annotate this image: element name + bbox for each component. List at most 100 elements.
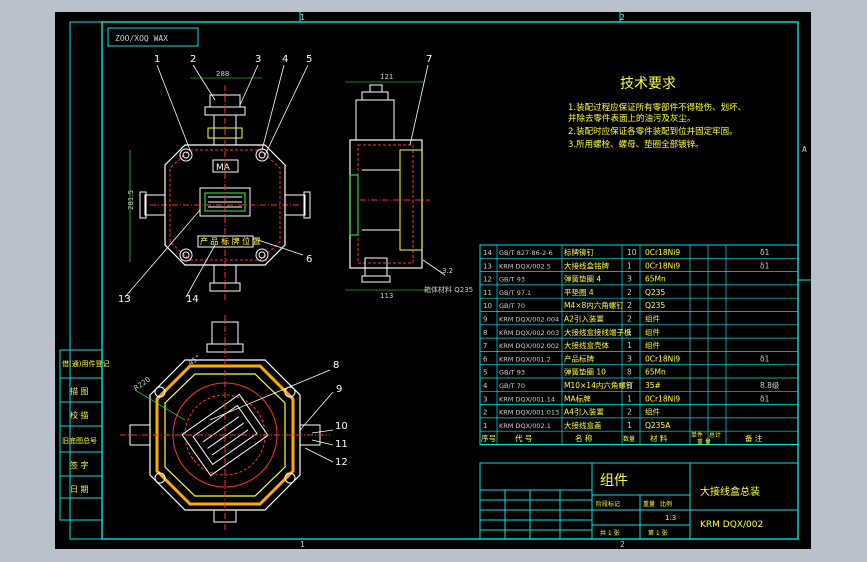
bom-header-material: 材 料 <box>650 433 668 443</box>
zone-bottom-1: 1 <box>300 540 305 549</box>
bom-row-note: δ1 <box>760 394 770 403</box>
bom-row-name: A2引入装置 <box>564 314 604 324</box>
tech-line-1: 1.装配过程应保证所有零部件不得碰伤、划坏、 <box>568 102 746 113</box>
front-leaders <box>124 64 309 298</box>
callout-13: 13 <box>118 294 131 305</box>
top-view <box>120 315 334 530</box>
bom-row-material: 0Cr18Ni9 <box>645 248 680 257</box>
bom-row-code: KRM DQX/001.013 <box>499 409 559 417</box>
title-sheets: 共 1 张 <box>600 529 620 537</box>
bom-header-total: 总计 <box>709 431 721 439</box>
bom-header-no: 序号 <box>481 433 496 443</box>
bom-row-code: KRM DQX/002.1 <box>499 422 551 430</box>
bom-row-code: GB/T 93 <box>499 369 525 377</box>
bom-header-weight: 重 量 <box>697 438 711 446</box>
side-note: 箱体材料 Q235 <box>424 285 473 294</box>
bom-row-no: 12 <box>483 276 492 284</box>
callout-6: 6 <box>306 254 312 265</box>
bom-row-name: 标牌铆钉 <box>564 247 594 257</box>
dim-top-width: 288 <box>216 70 229 78</box>
tech-heading: 技术要求 <box>620 76 676 92</box>
bom-row-qty: 10 <box>627 248 637 257</box>
callout-7: 7 <box>426 54 432 65</box>
bom-row-material: 0Cr18Ni9 <box>645 354 680 363</box>
bom-row-qty: 1 <box>627 261 632 270</box>
bom-row-material: 65Mn <box>645 275 666 284</box>
title-box-text: ZOO/XOQ WAX <box>115 34 168 43</box>
bom-row-no: 5 <box>483 369 487 377</box>
title-weight: 重量 <box>643 500 655 508</box>
bom-row-qty: 1 <box>627 328 632 337</box>
bom-row-no: 3 <box>483 395 487 403</box>
bom-row-qty: 8 <box>627 368 632 377</box>
reg-sign: 签 字 <box>70 460 89 470</box>
zone-right-a: A <box>802 145 807 154</box>
bom-row-name: 大接线盒铭牌 <box>564 260 609 270</box>
callout-3: 3 <box>255 54 261 65</box>
callout-5: 5 <box>306 54 312 65</box>
bom-row-code: GB/T 70 <box>499 302 525 310</box>
dim-side-top: 121 <box>380 73 393 81</box>
bom-row-name: A4引入装置 <box>564 407 604 417</box>
bom-row-code: KRM DQX/001.2 <box>499 355 551 363</box>
bom-header-qty: 数量 <box>623 435 635 443</box>
bom-row-code: GB/T 93 <box>499 276 525 284</box>
dim-side-bottom: 113 <box>380 292 393 300</box>
title-component: 组件 <box>600 473 628 489</box>
label-position-text: 产 品 标 牌 位 置 <box>200 236 261 246</box>
bom-row-qty: 2 <box>627 315 632 324</box>
bom-row-no: 2 <box>483 409 487 417</box>
bom-row-name: 产品标牌 <box>564 353 594 363</box>
bom-row-note: δ1 <box>760 248 770 257</box>
front-view: MA <box>129 77 311 300</box>
bom-header-code: 代 号 <box>515 433 532 443</box>
bom-row-qty: 1 <box>627 421 632 430</box>
title-box <box>107 27 199 47</box>
bom-row-no: 6 <box>483 355 488 363</box>
callout-4: 4 <box>282 54 288 65</box>
bom-row-qty: 3 <box>627 275 632 284</box>
bom-row-code: KRM DQX/002.5 <box>499 262 551 270</box>
left-registration-column: 借(通)用件登记 描 图 校 描 旧底图总号 签 字 日 期 <box>59 349 109 521</box>
callout-14: 14 <box>186 294 199 305</box>
bom-row-name: 平垫圈 4 <box>564 287 594 297</box>
title-scale: 比例 <box>660 500 672 508</box>
callout-10: 10 <box>335 421 348 432</box>
bom-row-material: 组件 <box>645 407 660 417</box>
title-block <box>479 462 799 540</box>
bom-row-qty: 2 <box>627 408 632 417</box>
bom-row-material: Q235 <box>645 288 665 297</box>
bom-row-note: δ1 <box>760 261 770 270</box>
bom-row-material: 组件 <box>645 314 660 324</box>
callout-1: 1 <box>154 54 160 65</box>
bom-header-unit: 单件 <box>691 431 703 439</box>
bom-row-name: M4×8内六角螺钉 <box>564 300 624 310</box>
reg-trace: 描 图 <box>70 386 89 396</box>
zone-bottom-2: 2 <box>620 540 625 549</box>
bom-row-material: 0Cr18Ni9 <box>645 394 680 403</box>
bom-row-material: 65Mn <box>645 368 666 377</box>
bom-row-no: 4 <box>483 382 488 390</box>
tech-line-2: 并除去零件表面上的油污及灰尘。 <box>568 113 696 124</box>
bom-row-name: 大接线盒接线端子板 <box>564 327 632 337</box>
bom-row-material: 0Cr18Ni9 <box>645 261 680 270</box>
bom-row-no: 11 <box>483 289 492 297</box>
bom-row-qty: 1 <box>627 394 632 403</box>
zone-top-1: 1 <box>300 13 305 22</box>
bom-row-name: 大接线盒壳体 <box>564 340 609 350</box>
callout-12: 12 <box>335 457 348 468</box>
reg-check: 校 描 <box>70 410 89 420</box>
tech-line-4: 3.所用螺栓、螺母、垫圈全部镀锌。 <box>568 139 704 150</box>
bom-row-code: KRM DQX/002.004 <box>499 316 559 324</box>
ra-value: 3.2 <box>442 267 453 275</box>
bom-row-code: GB/T 70 <box>499 382 525 390</box>
callout-9: 9 <box>336 384 342 395</box>
bom-row-material: Q235 <box>645 301 665 310</box>
bom-row-qty: 2 <box>627 288 632 297</box>
bom-row-no: 10 <box>483 302 492 310</box>
bom-row-no: 7 <box>483 342 487 350</box>
bom-row-code: KRM DQX/002.002 <box>499 342 559 350</box>
bom-row-no: 8 <box>483 329 487 337</box>
reg-date: 日 期 <box>70 485 89 494</box>
